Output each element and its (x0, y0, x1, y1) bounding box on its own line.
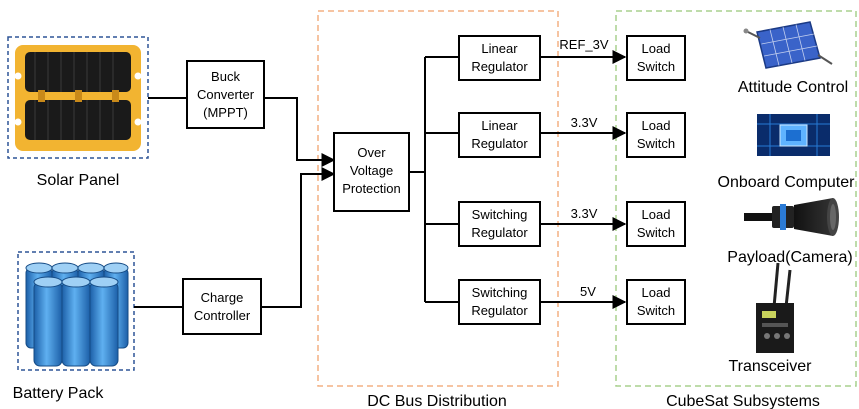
svg-text:Buck: Buck (211, 69, 240, 84)
svg-text:Switch: Switch (637, 59, 675, 74)
svg-text:Switch: Switch (637, 225, 675, 240)
attitude-control-label: Attitude Control (738, 79, 848, 96)
dc-bus-distribution-label: DC Bus Distribution (367, 393, 507, 409)
svg-text:Linear: Linear (481, 41, 518, 56)
payload-camera-label: Payload(Camera) (727, 249, 852, 266)
regulator-block-4: Switching Regulator (458, 279, 541, 325)
battery-pack-image (17, 251, 135, 371)
buck-converter-block: Buck Converter (MPPT) (186, 60, 265, 129)
wire-buck-ovp (264, 97, 336, 167)
over-voltage-protection-block: Over Voltage Protection (333, 132, 410, 212)
solar-panel-label: Solar Panel (37, 172, 120, 189)
svg-text:Regulator: Regulator (471, 136, 528, 151)
svg-text:Controller: Controller (194, 308, 251, 323)
rail-label-4: 5V (580, 284, 596, 299)
cubesat-subsystems-label: CubeSat Subsystems (666, 393, 820, 409)
svg-text:Regulator: Regulator (471, 303, 528, 318)
svg-text:Switch: Switch (637, 303, 675, 318)
onboard-computer-label: Onboard Computer (718, 174, 856, 191)
svg-text:Load: Load (642, 118, 671, 133)
svg-text:Load: Load (642, 41, 671, 56)
satellite-icon (743, 21, 833, 69)
svg-text:Protection: Protection (342, 181, 401, 196)
regulator-block-2: Linear Regulator (458, 112, 541, 158)
svg-text:Load: Load (642, 207, 671, 222)
svg-text:Load: Load (642, 285, 671, 300)
svg-text:Charge: Charge (201, 290, 244, 305)
svg-text:Over: Over (357, 145, 386, 160)
svg-text:(MPPT): (MPPT) (203, 105, 248, 120)
regulator-block-3: Switching Regulator (458, 201, 541, 247)
svg-text:Switching: Switching (472, 207, 528, 222)
svg-text:Voltage: Voltage (350, 163, 393, 178)
rail-label-1: REF_3V (559, 37, 608, 52)
rail-label-3: 3.3V (571, 206, 598, 221)
svg-text:Regulator: Regulator (471, 225, 528, 240)
load-switch-block-1: Load Switch (626, 35, 686, 81)
load-switch-block-2: Load Switch (626, 112, 686, 158)
regulator-block-1: Linear Regulator (458, 35, 541, 81)
battery-pack-label: Battery Pack (13, 385, 105, 402)
svg-text:Switching: Switching (472, 285, 528, 300)
svg-text:Converter: Converter (197, 87, 255, 102)
processor-chip-icon (757, 114, 830, 156)
radio-transceiver-icon (756, 262, 794, 353)
svg-text:Regulator: Regulator (471, 59, 528, 74)
svg-text:Linear: Linear (481, 118, 518, 133)
transceiver-label: Transceiver (729, 358, 813, 375)
rail-label-2: 3.3V (571, 115, 598, 130)
charge-controller-block: Charge Controller (182, 278, 262, 335)
load-switch-block-3: Load Switch (626, 201, 686, 247)
camera-lens-icon (744, 198, 839, 236)
load-switch-block-4: Load Switch (626, 279, 686, 325)
solar-panel-image (7, 36, 149, 159)
svg-text:Switch: Switch (637, 136, 675, 151)
cubesat-region (615, 10, 857, 387)
